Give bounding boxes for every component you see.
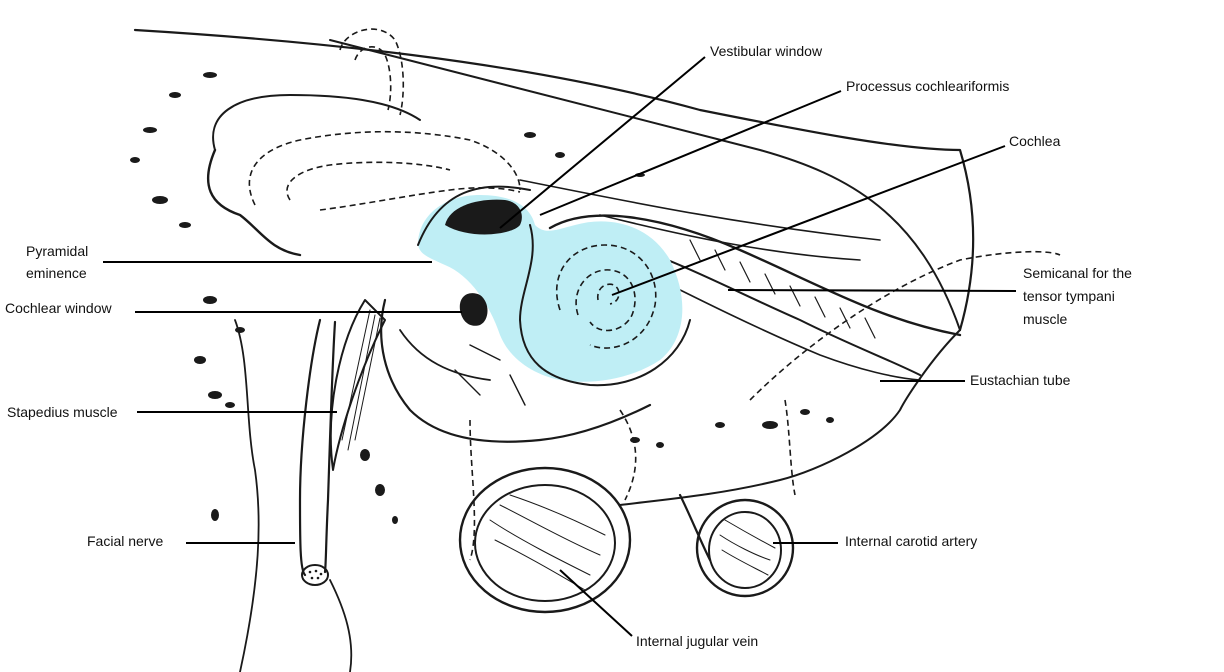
label-facial-nerve: Facial nerve	[87, 533, 163, 549]
leader-processus	[539, 90, 842, 216]
leader-jugular	[559, 569, 633, 637]
leader-semicanal	[727, 289, 1017, 292]
stapedius-muscle-drawing	[329, 299, 386, 471]
leader-cochlea	[611, 145, 1006, 296]
cochlear-window-hole	[459, 293, 488, 326]
labels: Vestibular window Processus cochlearifor…	[5, 43, 1132, 649]
bone-outline	[133, 28, 1061, 672]
label-vestibular-window: Vestibular window	[710, 43, 823, 59]
label-semicanal-line3: muscle	[1023, 311, 1068, 327]
label-pyramidal-eminence-line1: Pyramidal	[26, 243, 88, 259]
cochlea-region	[417, 185, 691, 387]
leader-lines	[103, 56, 1017, 637]
label-cochlea: Cochlea	[1009, 133, 1061, 149]
label-internal-jugular-vein: Internal jugular vein	[636, 633, 758, 649]
facial-nerve-drawing	[298, 318, 337, 586]
label-processus-cochleariformis: Processus cochleariformis	[846, 78, 1009, 94]
label-stapedius-muscle: Stapedius muscle	[7, 404, 118, 420]
bone-specks	[130, 72, 834, 524]
label-eustachian-tube: Eustachian tube	[970, 372, 1071, 388]
leader-vestibular-window	[499, 56, 706, 229]
label-pyramidal-eminence-line2: eminence	[26, 265, 87, 281]
label-cochlear-window: Cochlear window	[5, 300, 112, 316]
label-semicanal-line1: Semicanal for the	[1023, 265, 1132, 281]
label-semicanal-line2: tensor tympani	[1023, 288, 1115, 304]
carotid-artery-drawing	[678, 493, 795, 598]
jugular-vein-drawing	[458, 466, 632, 614]
tensor-tympani-canal	[548, 214, 962, 381]
promontory	[380, 298, 652, 443]
cochlea-highlight	[418, 195, 683, 382]
label-internal-carotid-artery: Internal carotid artery	[845, 533, 977, 549]
